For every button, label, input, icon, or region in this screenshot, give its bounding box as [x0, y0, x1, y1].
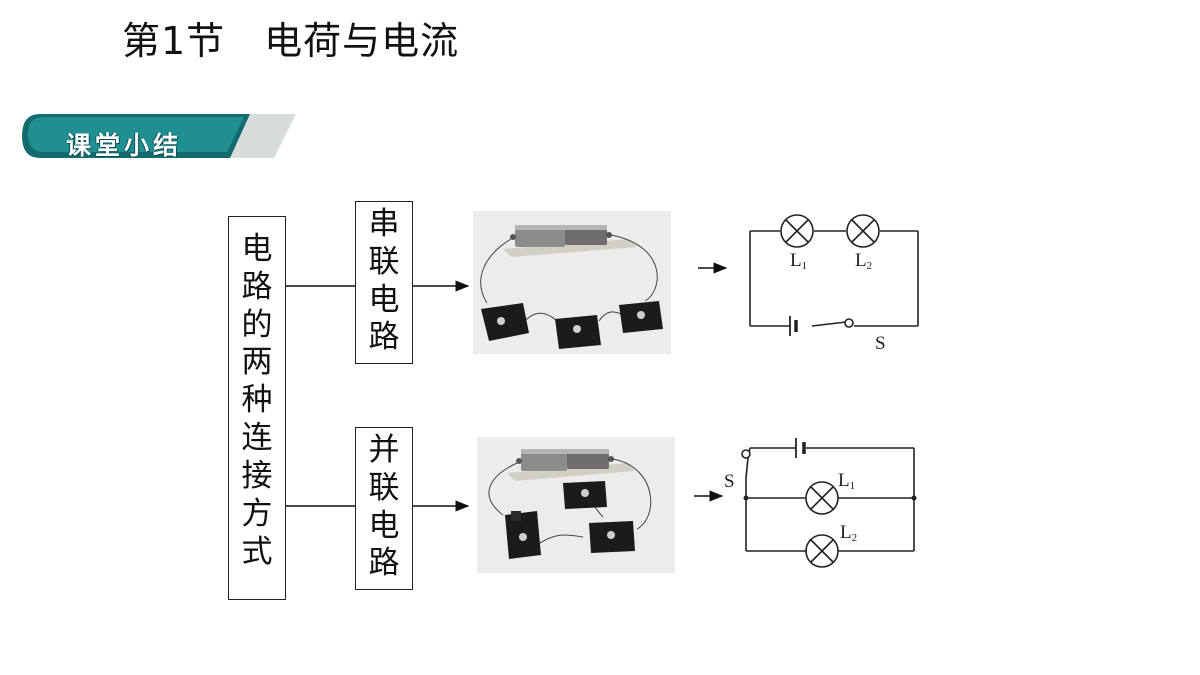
series-l2-sub: 2: [867, 260, 873, 272]
battery-symbol: [789, 316, 798, 336]
parallel-l2-label: L: [840, 522, 852, 543]
page-title: 第1节 电荷与电流: [122, 19, 460, 63]
switch-symbol: [741, 449, 751, 459]
parallel-circuit-photo: [477, 437, 675, 573]
parallel-l1-sub: 1: [850, 480, 856, 492]
series-box: 串联电路: [355, 201, 413, 364]
series-l1-label: L: [790, 250, 802, 271]
svg-text:L2: L2: [840, 522, 857, 544]
lamp-l1-symbol: [805, 481, 839, 515]
parallel-l1-label: L: [838, 470, 850, 491]
section-badge-label: 课堂小结: [66, 131, 183, 160]
topic-box: 电路的两种连接方式: [228, 216, 286, 600]
series-label: 串联电路: [368, 206, 400, 356]
series-circuit-photo: [473, 211, 671, 354]
switch-symbol: [844, 318, 854, 328]
parallel-label: 并联电路: [368, 432, 400, 582]
parallel-l2-sub: 2: [852, 532, 858, 544]
topic-label: 电路的两种连接方式: [241, 231, 273, 570]
svg-text:L1: L1: [790, 250, 807, 272]
lamp-l2-symbol: [846, 214, 880, 248]
parallel-switch-label: S: [724, 471, 735, 492]
parallel-box: 并联电路: [355, 427, 413, 590]
svg-text:L2: L2: [855, 250, 872, 272]
series-l2-label: L: [855, 250, 867, 271]
series-l1-sub: 1: [802, 260, 808, 272]
lamp-l1-symbol: [780, 214, 814, 248]
svg-text:L1: L1: [838, 470, 855, 492]
lamp-l2-symbol: [805, 534, 839, 568]
battery-symbol: [795, 438, 806, 458]
section-badge: [22, 114, 296, 158]
series-switch-label: S: [875, 333, 886, 354]
